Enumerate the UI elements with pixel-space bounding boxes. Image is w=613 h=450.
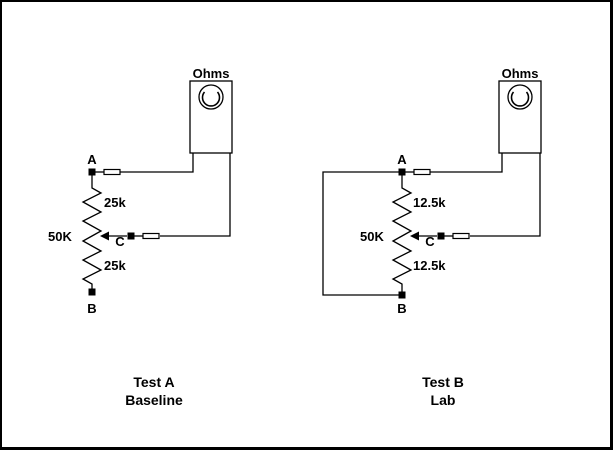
lower-section-label: 25k <box>104 258 126 273</box>
meter-lead-a <box>120 153 194 173</box>
wiper-arrow-icon <box>410 231 419 241</box>
meter-lead-c <box>160 153 231 237</box>
meter-lead-a <box>430 153 503 173</box>
probe-c <box>142 232 160 240</box>
jumper-wire-a-to-b <box>322 171 399 296</box>
lower-section-label: 12.5k <box>413 258 446 273</box>
terminal-a <box>398 168 406 176</box>
terminal-a-label: A <box>397 152 407 167</box>
terminal-b <box>398 291 406 299</box>
caption-subtitle: Lab <box>431 392 456 408</box>
terminal-b-label: B <box>397 301 406 316</box>
meter-label: Ohms <box>502 66 539 81</box>
terminal-b-label: B <box>87 301 96 316</box>
pot-value-label: 50K <box>360 229 384 244</box>
terminal-c-label: C <box>115 234 125 249</box>
caption-title: Test B <box>422 374 464 390</box>
upper-section-label: 12.5k <box>413 195 446 210</box>
terminal-b <box>88 288 96 296</box>
probe-a <box>413 168 431 176</box>
terminal-c-label: C <box>425 234 435 249</box>
pot-value-label: 50K <box>48 229 72 244</box>
terminal-c <box>127 232 135 240</box>
dial-needle-icon <box>510 91 530 107</box>
meter-lead-c <box>470 153 541 237</box>
dial-needle-icon <box>201 91 221 107</box>
meter-label: Ohms <box>193 66 230 81</box>
probe-a <box>103 168 121 176</box>
probe-c <box>452 232 470 240</box>
potentiometer-resistor <box>391 175 413 292</box>
upper-section-label: 25k <box>104 195 126 210</box>
terminal-a-label: A <box>87 152 97 167</box>
wiper-arrow-icon <box>100 231 109 241</box>
potentiometer-resistor <box>81 175 103 292</box>
caption-title: Test A <box>133 374 174 390</box>
terminal-a <box>88 168 96 176</box>
ohmmeter-body <box>498 80 542 154</box>
test-a-circuit: Ohms A C B 25k 25k 50K Test A Baseline <box>48 66 233 408</box>
caption-subtitle: Baseline <box>125 392 183 408</box>
test-b-circuit: Ohms A C B 12.5k 12.5k 50K Test B Lab <box>322 66 542 408</box>
terminal-c <box>437 232 445 240</box>
